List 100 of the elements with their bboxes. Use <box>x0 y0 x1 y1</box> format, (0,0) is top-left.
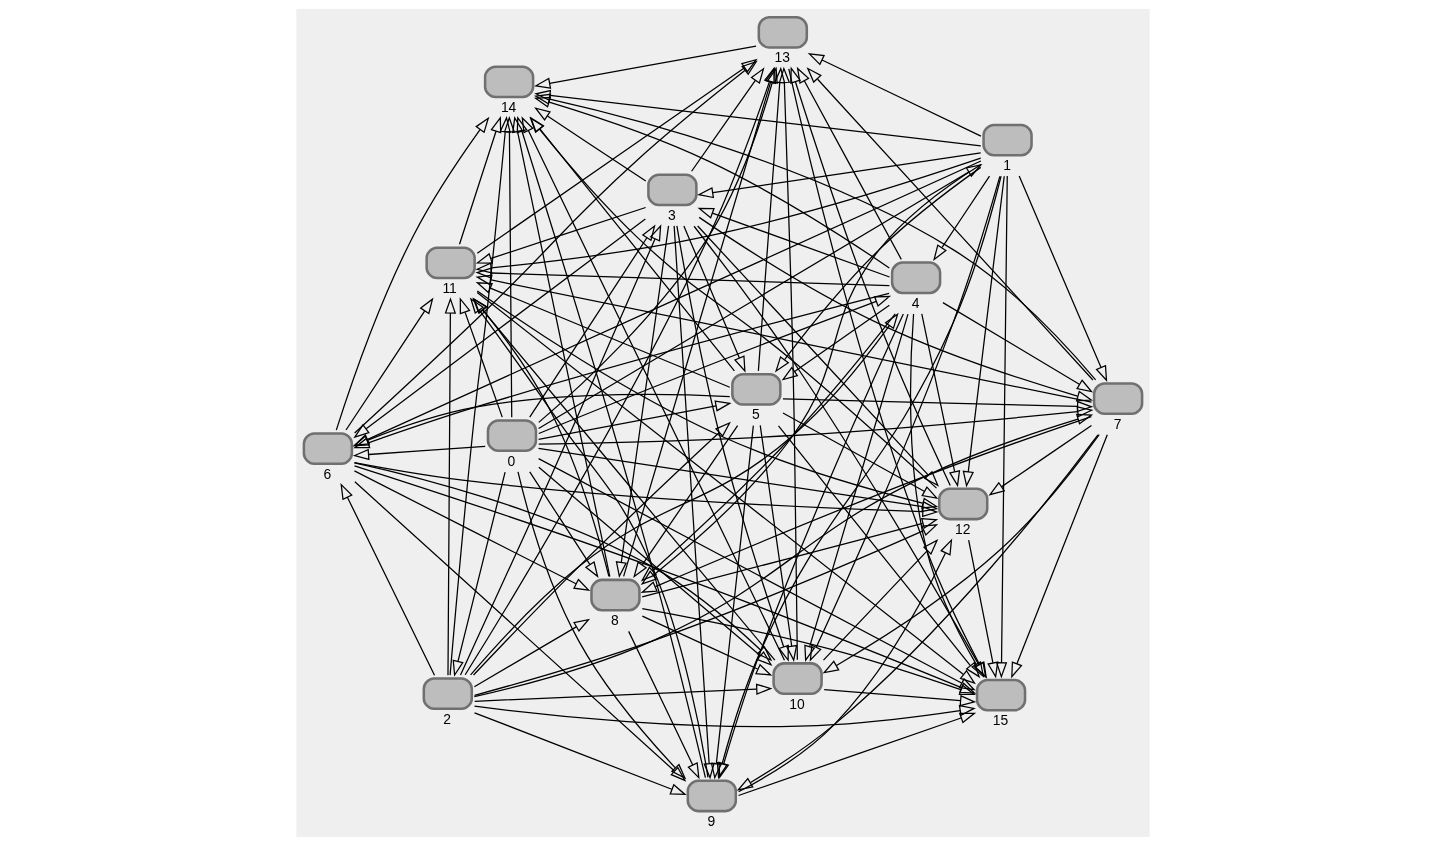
arrow <box>516 115 707 778</box>
arrow <box>718 312 904 779</box>
arrow <box>962 175 1005 488</box>
arrow <box>538 163 983 429</box>
arrow <box>533 93 1097 380</box>
arrow <box>473 618 591 687</box>
arrow <box>823 688 977 706</box>
arrow <box>537 399 732 440</box>
arrow <box>640 163 982 585</box>
node-label: 9 <box>707 812 716 829</box>
arrow <box>778 66 798 660</box>
node-label: 14 <box>500 98 517 115</box>
arrow <box>352 445 486 460</box>
arrow <box>474 682 773 702</box>
arrow <box>757 66 786 371</box>
arrow <box>521 115 786 661</box>
arrow <box>475 266 891 286</box>
arrow <box>822 538 939 661</box>
arrow <box>737 712 977 796</box>
arrow <box>640 415 1092 593</box>
arrow <box>995 174 1008 678</box>
node-label: 12 <box>955 520 971 537</box>
arrow <box>353 292 890 448</box>
arrow <box>512 115 611 577</box>
arrow <box>781 304 890 381</box>
node-label: 13 <box>774 48 791 65</box>
arrow <box>676 224 789 662</box>
arrow <box>933 174 991 261</box>
arrow <box>458 115 502 245</box>
arrow <box>673 224 715 780</box>
arrow <box>806 66 1094 381</box>
arrow <box>641 517 939 597</box>
arrow <box>716 175 1002 779</box>
node-label: 1 <box>1003 156 1011 173</box>
arrow <box>698 216 1094 401</box>
arrow <box>822 433 1100 674</box>
arrow <box>533 96 890 269</box>
arrow <box>804 313 909 662</box>
arrow <box>538 66 778 423</box>
arrow <box>475 157 982 274</box>
arrow <box>534 44 757 89</box>
arrow <box>738 537 953 792</box>
arrow <box>736 433 1099 791</box>
arrow <box>641 615 773 676</box>
arrow <box>352 393 731 446</box>
arrow <box>774 166 982 372</box>
arrow <box>790 66 951 486</box>
arrow <box>697 207 891 278</box>
node-label: 6 <box>323 465 332 482</box>
arrow <box>697 151 982 198</box>
arrow <box>503 115 516 418</box>
arrow <box>633 424 739 578</box>
arrow <box>623 66 776 577</box>
node-label: 10 <box>789 695 805 712</box>
arrow <box>473 704 976 727</box>
arrow <box>710 424 754 779</box>
arrow <box>529 470 599 578</box>
arrow <box>473 297 610 577</box>
arrow <box>353 159 982 446</box>
arrow <box>470 312 899 676</box>
arrow <box>538 405 1094 445</box>
arrow <box>469 296 709 778</box>
arrow <box>1018 174 1108 382</box>
arrow <box>807 52 982 137</box>
arrow <box>640 312 896 582</box>
node-label: 8 <box>611 611 619 628</box>
arrow <box>444 296 457 676</box>
arrow <box>1011 433 1108 678</box>
node-label: 7 <box>1113 415 1122 432</box>
node-label: 2 <box>443 710 452 727</box>
arrow <box>475 281 731 388</box>
arrow <box>353 217 646 438</box>
arrow <box>529 115 736 372</box>
arrow <box>683 224 746 373</box>
arrow <box>782 397 1094 412</box>
arrow <box>335 116 490 431</box>
arrow <box>909 312 985 678</box>
arrow <box>534 106 647 182</box>
arrow <box>452 470 506 677</box>
arrow <box>476 291 976 684</box>
arrow <box>529 116 938 489</box>
arrow <box>472 297 776 661</box>
node-label: 15 <box>992 711 1009 728</box>
arrow <box>796 66 902 260</box>
arrow <box>538 466 773 666</box>
node-label: 0 <box>507 452 516 469</box>
arrow <box>345 297 434 431</box>
arrow <box>517 470 687 779</box>
arrow <box>968 539 999 679</box>
node-label: 11 <box>442 279 457 296</box>
arrow <box>475 206 647 264</box>
arrow <box>354 480 687 782</box>
arrow <box>615 224 670 578</box>
arrow <box>476 289 939 509</box>
arrow <box>782 411 939 499</box>
arrow <box>449 115 511 676</box>
arrow <box>921 312 961 487</box>
arrow <box>691 66 765 172</box>
arrow <box>538 295 892 434</box>
arrow <box>759 424 798 662</box>
